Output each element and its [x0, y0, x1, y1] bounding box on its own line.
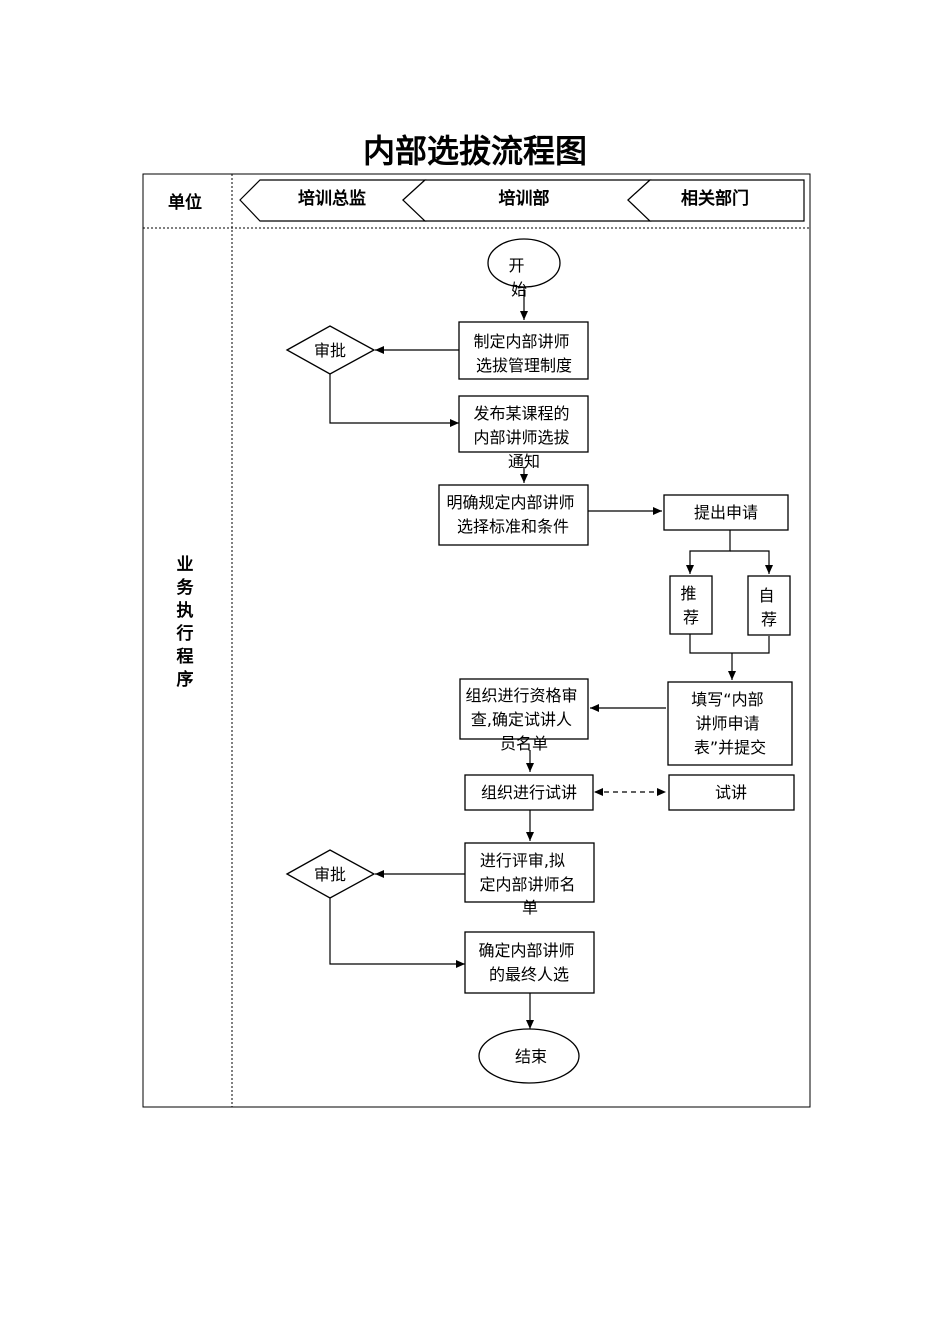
organize-trial-box [464, 774, 594, 811]
arrow-approve2-to-confirm [329, 898, 465, 968]
end-node [478, 1028, 580, 1084]
start-node [487, 238, 561, 288]
apply-label: 提出申请 [694, 503, 758, 522]
fill-form-box [667, 681, 793, 766]
evaluate-label: 进行评审,拟 定内部讲师名 单 [479, 851, 580, 917]
outer-frame [142, 173, 811, 1108]
start-label: 开 始 [508, 256, 529, 299]
side-label: 业 务 执 行 程 序 [176, 555, 195, 690]
criteria-box [438, 484, 589, 546]
side-char: 程 [177, 647, 194, 667]
end-label: 结束 [515, 1047, 547, 1066]
formulate-policy-label: 制定内部讲师 选拔管理制度 [473, 332, 574, 375]
page-title: 内部选拔流程图 [363, 132, 587, 170]
arrow-apply-to-recommend [686, 530, 731, 574]
publish-notice-label: 发布某课程的 内部讲师选拔 通知 [473, 404, 574, 471]
approval-diamond-1 [285, 325, 376, 375]
qualification-review-box [459, 678, 589, 740]
dept-label-training-dept: 培训部 [499, 188, 550, 209]
side-char: 序 [177, 669, 194, 690]
self-recommend-label: 自 荐 [758, 586, 779, 629]
confirm-final-box [464, 931, 595, 994]
qualification-review-label: 组织进行资格审 查,确定试讲人 员名单 [465, 686, 582, 753]
formulate-policy-box [458, 321, 589, 380]
side-char: 务 [177, 577, 195, 598]
department-arrows [239, 179, 805, 222]
recommend-box [669, 575, 713, 635]
side-char: 行 [176, 623, 194, 644]
side-char: 业 [177, 555, 194, 575]
arrow-recommend-self-to-form [689, 634, 770, 680]
self-recommend-box [747, 575, 791, 636]
approval-label-2: 审批 [314, 865, 346, 884]
publish-notice-box [458, 395, 589, 453]
dept-shape-related-depts [627, 179, 805, 222]
connectors [329, 287, 773, 1029]
apply-box [663, 494, 789, 531]
organize-trial-label: 组织进行试讲 [481, 783, 577, 802]
approval-diamond-2 [285, 849, 376, 899]
confirm-final-label: 确定内部讲师 的最终人选 [478, 941, 579, 984]
evaluate-box [464, 842, 595, 903]
unit-label: 单位 [168, 192, 202, 213]
arrow-apply-to-self [730, 550, 773, 574]
recommend-label: 推 荐 [680, 584, 701, 627]
side-char: 执 [177, 600, 194, 621]
dept-label-training-director: 培训总监 [298, 188, 366, 209]
trial-lecture-box [668, 774, 795, 811]
fill-form-label: 填写“内部 讲师申请 表”并提交 [691, 690, 768, 757]
arrow-approve1-to-publish [329, 374, 459, 427]
dept-label-related-depts: 相关部门 [681, 188, 749, 209]
trial-lecture-label: 试讲 [715, 783, 747, 802]
criteria-label: 明确规定内部讲师 选择标准和条件 [446, 493, 579, 536]
approval-label-1: 审批 [314, 341, 346, 360]
